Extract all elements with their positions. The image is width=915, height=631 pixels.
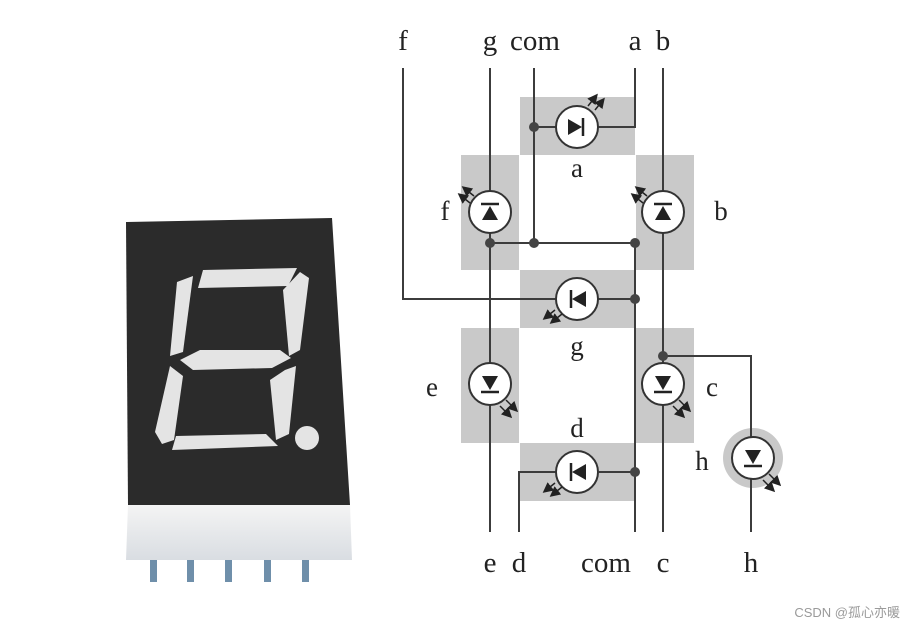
led-f [457,186,512,234]
segment-label-d: d [570,413,584,443]
display-base [126,505,352,560]
pin-label-a-top: a [629,25,642,57]
pin-label-h-bottom: h [744,547,759,579]
wire-a [597,68,636,128]
display-segment-g [180,350,291,370]
display-segment-d [172,434,278,450]
pin-label-com-bottom: com [581,547,631,579]
led-b [630,186,685,234]
pin-label-e-bottom: e [484,547,497,579]
led-h [731,436,782,493]
watermark: CSDN @孤心亦暖 [794,605,900,620]
display-pins [150,560,309,582]
segment-labels: a f b g e c d h [426,153,728,476]
wire-com-top [533,68,635,244]
segment-label-a: a [571,153,583,183]
display-segment-f [170,276,193,356]
schematic: f g com a b e d com c h a f b g e c d h [398,25,783,579]
display-segment-b [283,272,309,356]
display-segment-c [270,366,296,440]
pin-label-d-bottom: d [512,547,527,579]
segment-label-e: e [426,372,438,402]
led-c [641,362,692,419]
wire-d [518,471,557,532]
led-g [542,277,599,324]
pin-labels-top: f g com a b [398,25,670,57]
segment-label-h: h [695,446,709,476]
display-segment-a [198,268,297,288]
pin-label-c-bottom: c [657,547,670,579]
segment-label-c: c [706,372,718,402]
display-segment-e [155,366,183,444]
display-photo [126,218,352,582]
pin-label-com-top: com [510,25,560,57]
pin-label-g-top: g [483,25,498,57]
display-segments [155,268,319,450]
junctions [485,122,668,477]
led-d [542,450,599,497]
segment-label-b: b [714,196,728,226]
segment-label-f: f [441,196,450,226]
pin-labels-bottom: e d com c h [484,547,759,579]
led-e [468,362,519,419]
display-decimal-point [295,426,319,450]
segment-label-g: g [570,331,584,361]
led-a [555,93,605,149]
pin-label-b-top: b [656,25,671,57]
pin-label-f-top: f [398,25,408,57]
